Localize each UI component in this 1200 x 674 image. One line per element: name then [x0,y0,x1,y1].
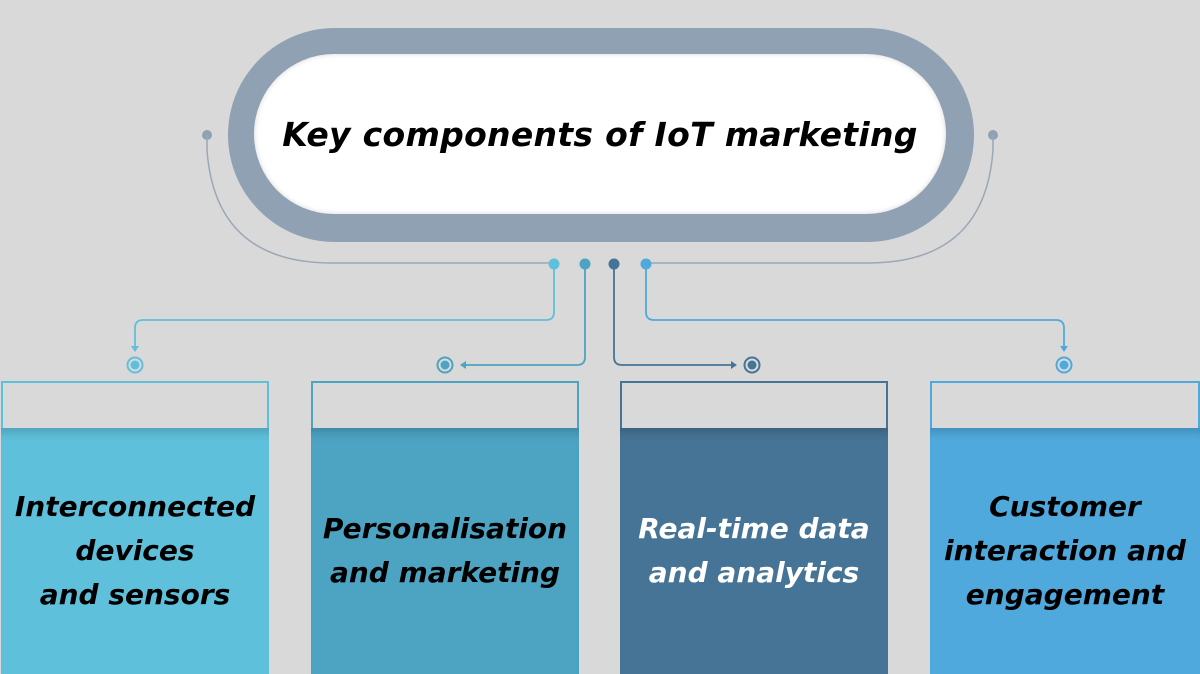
label-line: interaction and [944,534,1186,567]
card-cap [3,383,267,428]
card-cap [622,383,886,428]
label-line: Personalisation [322,512,568,545]
card-body: Interconnected devices and sensors [1,428,269,674]
card-label: Interconnected devices and sensors [11,485,259,617]
node-dot-icon [640,258,652,270]
card-body: Personalisation and marketing [311,428,579,674]
card-body: Real-time data and analytics [620,428,888,674]
diagram-title: Key components of IoT marketing [282,114,918,154]
target-ring-icon [1055,356,1073,374]
target-ring-icon [743,356,761,374]
label-line: Customer [989,490,1141,523]
node-dot-icon [579,258,591,270]
label-line: Real-time data [638,512,870,545]
card-cap [932,383,1198,428]
label-line: and sensors [39,578,231,611]
card-cap [313,383,577,428]
card-label: Personalisation and marketing [319,507,571,595]
target-ring-icon [436,356,454,374]
title-pill: Key components of IoT marketing [254,54,946,214]
component-card-analytics: Real-time data and analytics [620,381,888,674]
label-line: and analytics [648,556,860,589]
label-line: and marketing [329,556,561,589]
label-line: Interconnected [14,490,256,523]
target-ring-icon [126,356,144,374]
card-body: Customer interaction and engagement [930,428,1200,674]
component-card-personalisation: Personalisation and marketing [311,381,579,674]
component-card-engagement: Customer interaction and engagement [930,381,1200,674]
label-line: engagement [965,578,1165,611]
node-dot-icon [548,258,560,270]
component-card-devices: Interconnected devices and sensors [1,381,269,674]
card-label: Real-time data and analytics [634,507,873,595]
label-line: devices [75,534,195,567]
node-dot-icon [608,258,620,270]
card-label: Customer interaction and engagement [940,485,1190,617]
